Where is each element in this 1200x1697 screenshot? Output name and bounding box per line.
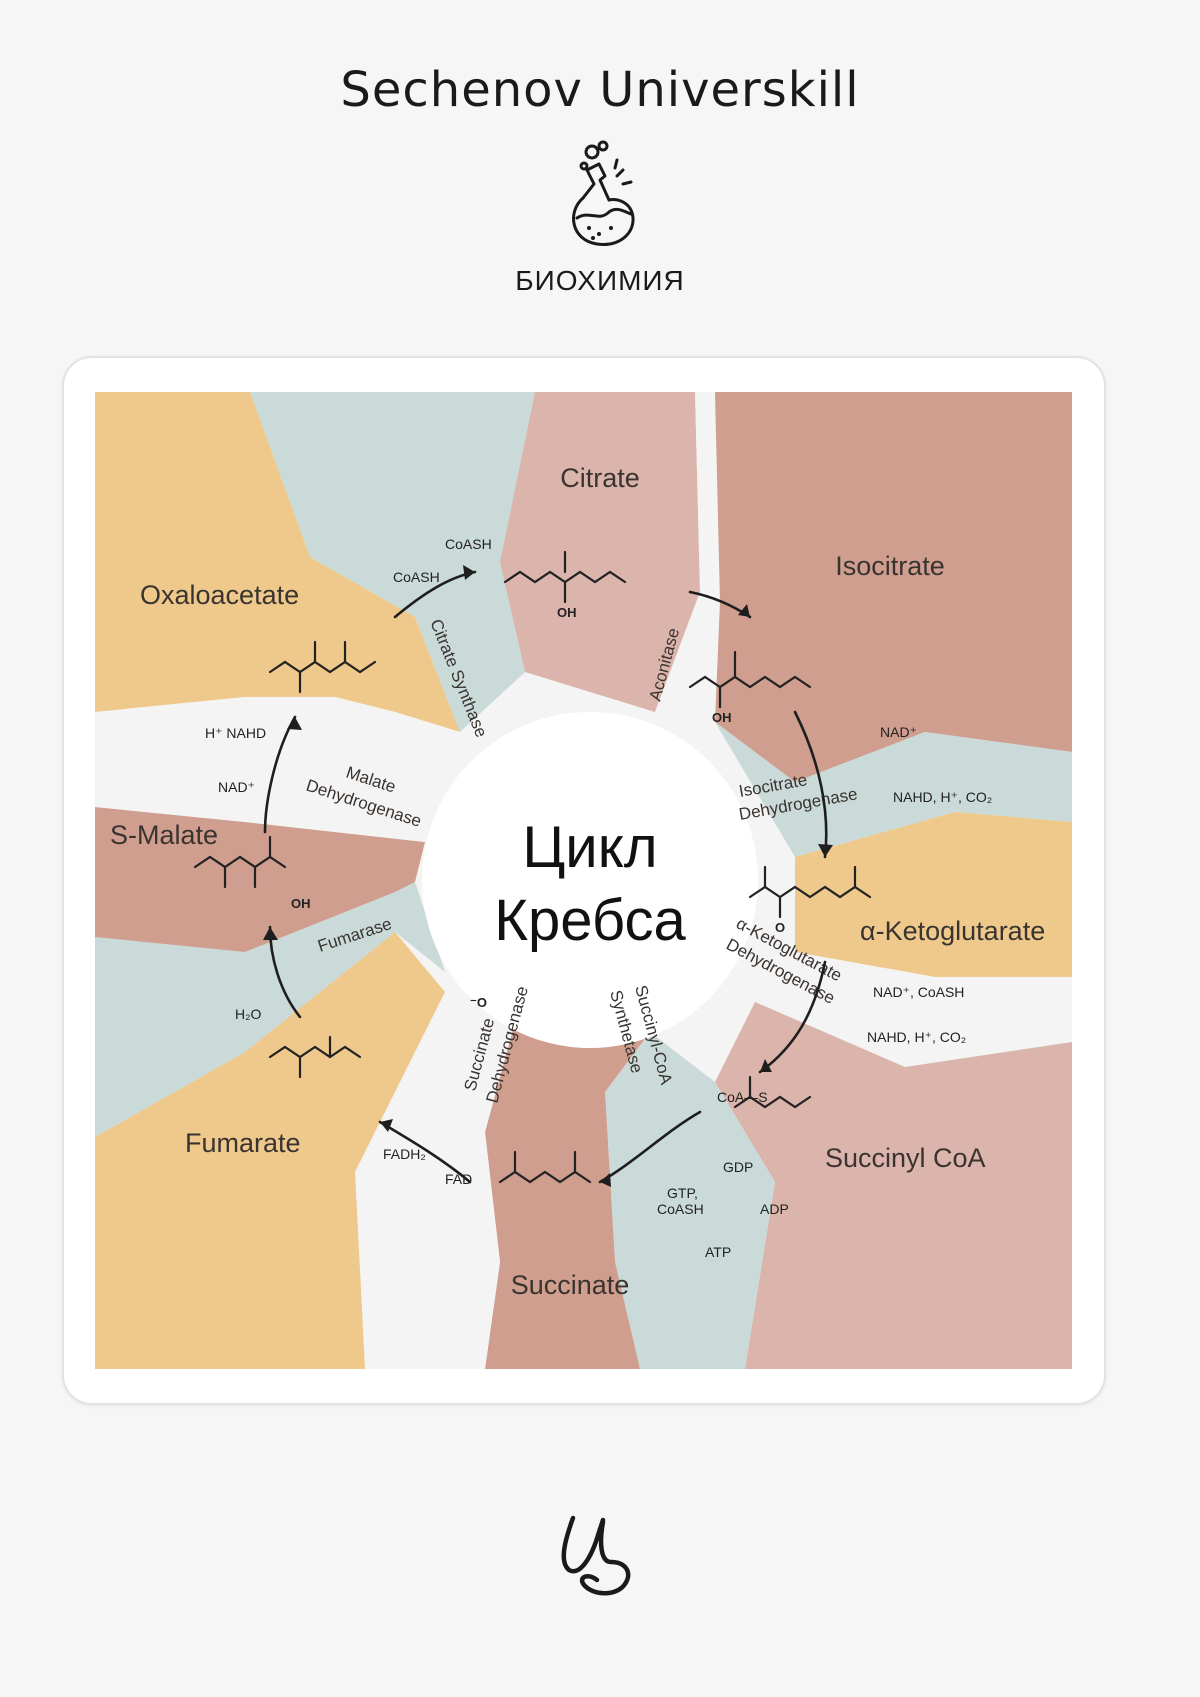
region-isocitrate (715, 392, 1072, 782)
region-akg-dh (755, 952, 1072, 1067)
arrow-succinyl-coa-to-succinate (598, 1110, 702, 1184)
cofactor-atp: ATP (705, 1244, 731, 1260)
region-malate-dh (95, 697, 460, 842)
region-citrate-synthase (250, 392, 535, 732)
region-succinate-dh (355, 992, 515, 1369)
cofactor-coa-s: CoA—S (717, 1089, 768, 1105)
region-fumarate (95, 932, 445, 1369)
arrow-isocitrate-to-akg (793, 710, 828, 859)
molecule-succinyl-coa (733, 1095, 812, 1109)
region-succinyl-coa (715, 1002, 1072, 1369)
molecule-fumarate (268, 1045, 362, 1059)
cofactor-nad-akg: NAD⁺, CoASH (873, 984, 964, 1000)
arrow-akg-to-succinyl-coa (758, 960, 827, 1074)
atom-o-minus-fumarate: ⁻O (470, 995, 487, 1010)
metabolite-succinyl-coa: Succinyl CoA (825, 1143, 986, 1173)
metabolite-succinate: Succinate (511, 1270, 630, 1300)
arrow-malate-to-oxaloacetate (263, 715, 297, 834)
cofactor-nad-isocitrate: NAD⁺ (880, 724, 917, 740)
center-circle (422, 712, 758, 1048)
atom-oh-malate: OH (291, 896, 311, 911)
cofactor-coash-in: CoASH (445, 536, 492, 552)
cofactor-adp: ADP (760, 1201, 789, 1217)
molecule-oxaloacetate (268, 660, 377, 674)
metabolite-fumarate: Fumarate (185, 1128, 301, 1158)
us-logo-icon (561, 1515, 631, 1596)
center-title-line2: Кребса (494, 888, 686, 953)
cofactor-gtp: GTP, (667, 1185, 698, 1201)
metabolite-isocitrate: Isocitrate (835, 551, 945, 581)
region-aconitase (655, 392, 720, 722)
region-citrate (500, 392, 700, 712)
cofactor-nad-malate: NAD⁺ (218, 779, 255, 795)
region-akg (795, 812, 1072, 977)
cofactor-nadh-isocitrate: NAHD, H⁺, CO₂ (893, 789, 992, 805)
molecule-akg (748, 885, 872, 899)
brand-title: Sechenov Universkill (340, 62, 860, 118)
cofactor-gtp-coash: CoASH (657, 1201, 704, 1217)
cofactor-acetyl-coash: CoASH (393, 569, 440, 585)
region-succinate (485, 1022, 650, 1369)
atom-oh-citrate: OH (557, 605, 577, 620)
region-succinyl-coa-synthetase (605, 1032, 775, 1369)
cofactor-nadh-akg: NAHD, H⁺, CO₂ (867, 1029, 966, 1045)
metabolite-citrate: Citrate (560, 463, 640, 493)
atom-o-akg: O (775, 920, 785, 935)
cofactor-h2o: H₂O (235, 1006, 262, 1022)
metabolite-akg: α-Ketoglutarate (860, 916, 1045, 946)
cofactor-gdp: GDP (723, 1159, 753, 1175)
cofactor-fad: FAD (445, 1171, 472, 1187)
cofactor-fadh2: FADH₂ (383, 1146, 426, 1162)
region-oxaloacetate (95, 392, 460, 732)
center-title-line1: Цикл (522, 815, 657, 880)
metabolite-oxaloacetate: Oxaloacetate (140, 580, 299, 610)
atom-oh-isocitrate: OH (712, 710, 732, 725)
molecule-isocitrate (688, 675, 812, 689)
region-s-malate (95, 807, 425, 952)
flask-icon (572, 140, 635, 246)
subject-label: БИОХИМИЯ (515, 265, 685, 296)
region-backgrounds (95, 392, 1072, 1369)
metabolite-s-malate: S-Malate (110, 820, 218, 850)
krebs-cycle-diagram: Цикл Кребса Citrate Isocitrate α-Ketoglu… (95, 392, 1072, 1369)
region-isocitrate-dh (715, 722, 1072, 857)
cofactor-nadh-malate: H⁺ NAHD (205, 725, 266, 741)
